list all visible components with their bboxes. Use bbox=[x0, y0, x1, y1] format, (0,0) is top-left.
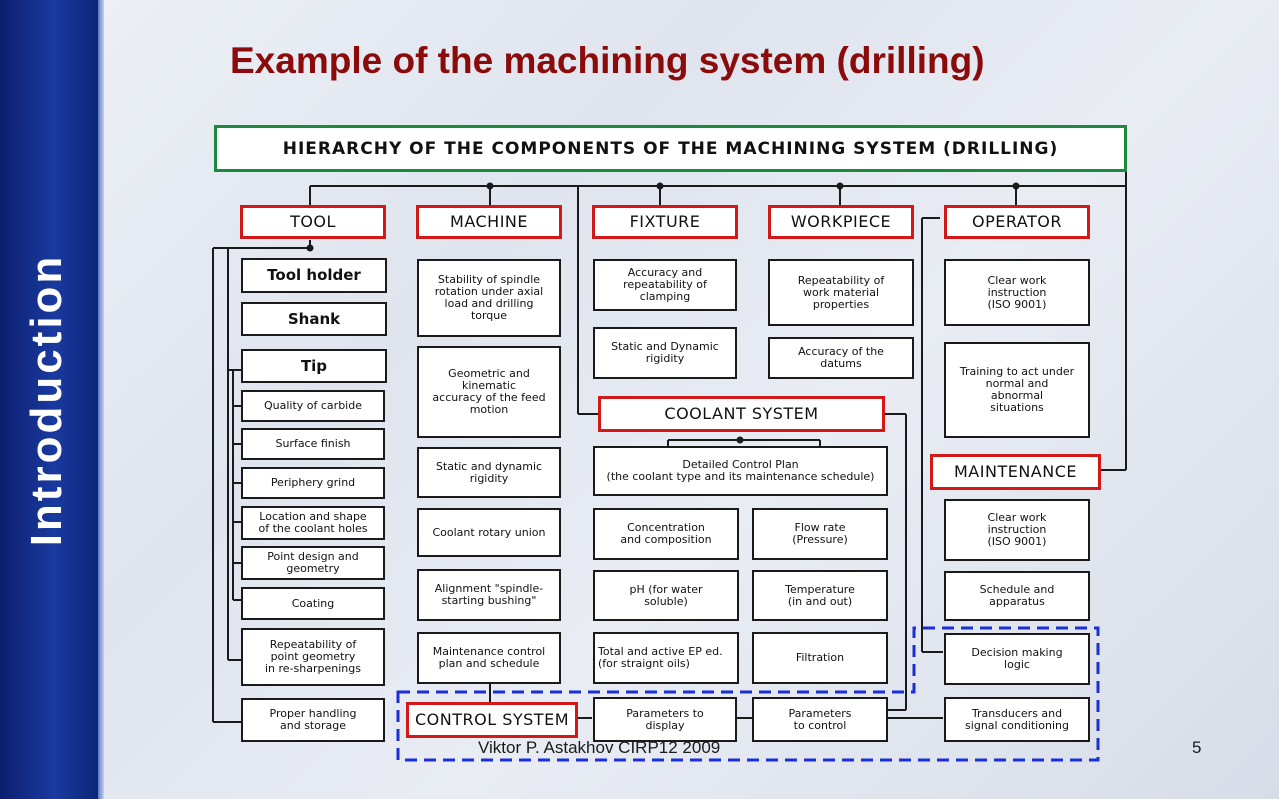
sidebar-edge bbox=[98, 0, 104, 799]
maintenance-item: Schedule and apparatus bbox=[944, 571, 1090, 621]
tool-item: Surface finish bbox=[241, 428, 385, 460]
control-header: CONTROL SYSTEM bbox=[406, 702, 578, 738]
coolant-item: Total and active EP ed. (for straignt oi… bbox=[593, 632, 739, 684]
footer-text: Viktor P. Astakhov CIRP12 2009 bbox=[478, 738, 721, 757]
workpiece-header: WORKPIECE bbox=[768, 205, 914, 239]
maintenance-item: Clear work instruction (ISO 9001) bbox=[944, 499, 1090, 561]
tool-item: Tool holder bbox=[241, 258, 387, 293]
machine-item: Alignment "spindle- starting bushing" bbox=[417, 569, 561, 621]
control-item: Parameters to display bbox=[593, 697, 737, 742]
maintenance-header: MAINTENANCE bbox=[930, 454, 1101, 490]
machine-item: Geometric and kinematic accuracy of the … bbox=[417, 346, 561, 438]
workpiece-item: Repeatability of work material propertie… bbox=[768, 259, 914, 326]
tool-item: Shank bbox=[241, 302, 387, 336]
machine-header: MACHINE bbox=[416, 205, 562, 239]
tool-header: TOOL bbox=[240, 205, 386, 239]
coolant-item: Flow rate (Pressure) bbox=[752, 508, 888, 560]
fixture-item: Static and Dynamic rigidity bbox=[593, 327, 737, 379]
slide-title: Example of the machining system (drillin… bbox=[230, 40, 985, 81]
tool-item: Tip bbox=[241, 349, 387, 383]
coolant-plan: Detailed Control Plan (the coolant type … bbox=[593, 446, 888, 496]
tool-item: Quality of carbide bbox=[241, 390, 385, 422]
fixture-item: Accuracy and repeatability of clamping bbox=[593, 259, 737, 311]
coolant-item: Temperature (in and out) bbox=[752, 570, 888, 621]
coolant-header: COOLANT SYSTEM bbox=[598, 396, 885, 432]
maintenance-item: Decision making logic bbox=[944, 633, 1090, 685]
machine-item: Static and dynamic rigidity bbox=[417, 447, 561, 498]
tool-item: Repeatability of point geometry in re-sh… bbox=[241, 628, 385, 686]
operator-item: Clear work instruction (ISO 9001) bbox=[944, 259, 1090, 326]
machine-item: Stability of spindle rotation under axia… bbox=[417, 259, 561, 337]
tool-item: Point design and geometry bbox=[241, 546, 385, 580]
fixture-header: FIXTURE bbox=[592, 205, 738, 239]
coolant-item: pH (for water soluble) bbox=[593, 570, 739, 621]
page-number: 5 bbox=[1192, 738, 1202, 757]
control-item: Parameters to control bbox=[752, 697, 888, 742]
tool-item: Location and shape of the coolant holes bbox=[241, 506, 385, 540]
operator-item: Training to act under normal and abnorma… bbox=[944, 342, 1090, 438]
machine-item: Coolant rotary union bbox=[417, 508, 561, 557]
tool-item: Proper handling and storage bbox=[241, 698, 385, 742]
operator-header: OPERATOR bbox=[944, 205, 1090, 239]
tool-item: Periphery grind bbox=[241, 467, 385, 499]
coolant-item: Filtration bbox=[752, 632, 888, 684]
hierarchy-title: HIERARCHY OF THE COMPONENTS OF THE MACHI… bbox=[214, 125, 1127, 172]
maintenance-item: Transducers and signal conditioning bbox=[944, 697, 1090, 742]
sidebar-band bbox=[0, 0, 98, 799]
workpiece-item: Accuracy of the datums bbox=[768, 337, 914, 379]
coolant-item: Concentration and composition bbox=[593, 508, 739, 560]
tool-item: Coating bbox=[241, 587, 385, 620]
machine-item: Maintenance control plan and schedule bbox=[417, 632, 561, 684]
